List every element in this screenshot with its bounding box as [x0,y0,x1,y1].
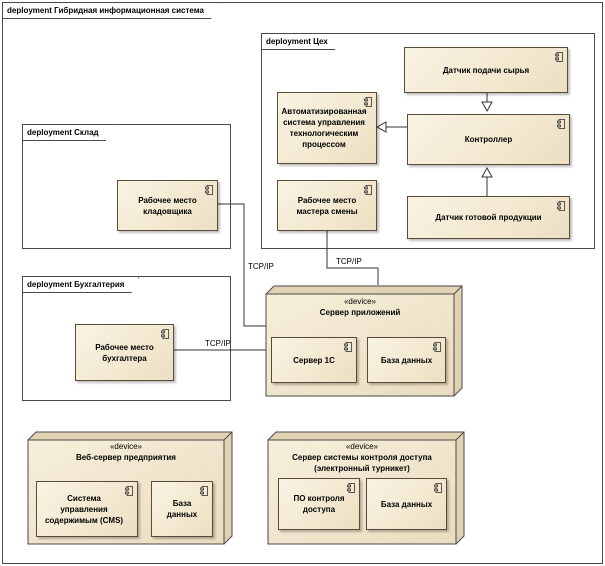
component-icon [161,329,169,339]
component-icon [557,119,565,129]
component-accountant-label: Рабочее место бухгалтера [95,342,154,363]
component-db-app-label: База данных [380,355,433,365]
component-db-access[interactable]: База данных [366,478,447,530]
component-icon [555,52,563,62]
component-db-web[interactable]: База данных [151,481,213,537]
component-sensor-output-label: Датчик готовой продукции [435,213,542,222]
component-icon [434,483,442,493]
component-access-sw-label: ПО контроля доступа [293,494,345,514]
component-cms[interactable]: Система управления содержимым (CMS) [36,481,138,537]
node-access-server-title: «device» Сервер системы контроля доступа… [270,441,454,474]
component-master-label: Рабочее место мастера смены [296,195,358,216]
node-web-server-stereotype: «device» [109,442,143,451]
component-controller-label: Контроллер [464,135,513,144]
node-app-server-name: Сервер приложений [319,308,401,317]
component-server1c-label: Сервер 1С [293,355,335,365]
component-icon [433,342,441,352]
component-icon [364,185,372,195]
arrow-to-asutp [375,121,387,133]
component-sensor-input[interactable]: Датчик подачи сырья [404,47,568,93]
component-db-web-label: База данных [166,499,198,519]
component-icon [347,483,355,493]
component-accountant[interactable]: Рабочее место бухгалтера [75,324,174,381]
node-web-server-title: «device» Веб-сервер предприятия [28,441,224,463]
edge-label-storekeeper: TCP/IP [248,262,274,271]
component-master[interactable]: Рабочее место мастера смены [277,180,377,231]
node-app-server-title: «device» Сервер приложений [266,296,454,318]
component-sensor-output[interactable]: Датчик готовой продукции [407,196,570,239]
component-controller[interactable]: Контроллер [407,114,570,165]
component-icon [344,342,352,352]
frame-ceh-label: deployment Цех [261,33,343,50]
component-sensor-input-label: Датчик подачи сырья [442,65,530,75]
component-icon [557,201,565,211]
arrow-sensor-input [481,101,493,113]
node-access-server-name: Сервер системы контроля доступа (электро… [292,453,432,473]
node-app-server-stereotype: «device» [343,297,377,306]
component-storekeeper[interactable]: Рабочее место кладовщика [117,180,218,231]
component-icon [205,185,213,195]
component-icon [364,97,372,107]
arrow-sensor-output [481,166,493,178]
frame-buh-label: deployment Бухгалтерия [22,276,139,293]
component-server1c[interactable]: Сервер 1С [271,337,357,383]
component-db-access-label: База данных [380,499,433,509]
component-icon [125,486,133,496]
component-db-app[interactable]: База данных [367,337,446,383]
node-web-server-name: Веб-сервер предприятия [76,453,176,462]
component-access-sw[interactable]: ПО контроля доступа [278,478,360,530]
component-asutp[interactable]: Автоматизированная система управления те… [277,92,377,164]
node-access-server-stereotype: «device» [345,442,379,451]
edge-label-accountant: TCP/IP [205,339,231,348]
component-storekeeper-label: Рабочее место кладовщика [138,195,197,216]
component-cms-label: Система управления содержимым (CMS) [44,493,124,525]
component-icon [200,486,208,496]
edge-label-master: TCP/IP [336,257,362,266]
component-asutp-label: Автоматизированная система управления те… [281,107,367,149]
